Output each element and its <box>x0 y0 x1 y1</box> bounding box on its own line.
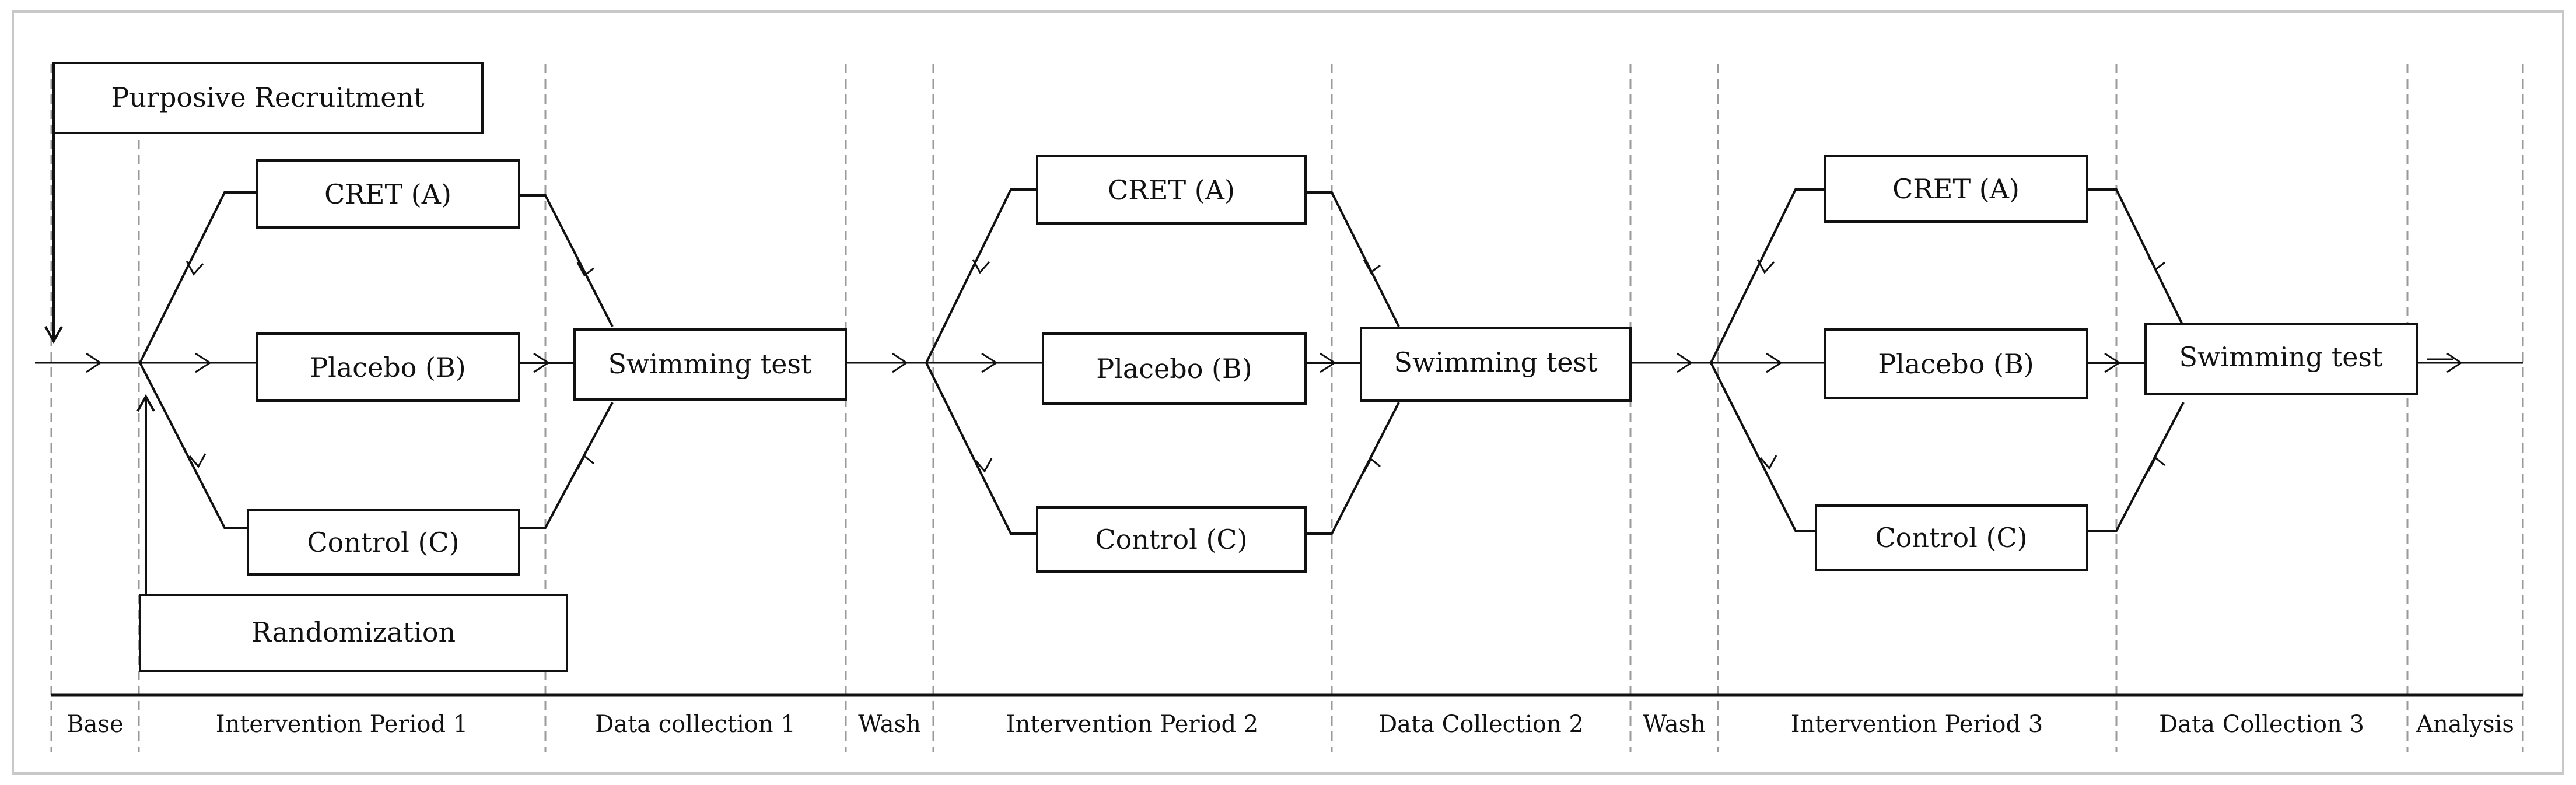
arm-a-box-3 <box>1824 155 2088 223</box>
intervention-block-1: CRET (A) Placebo (B) Control (C) Swimmin… <box>139 159 847 576</box>
phase-label-wash-2: Wash <box>1643 711 1706 738</box>
phase-label-intervention-3: Intervention Period 3 <box>1791 711 2043 738</box>
phase-label-data-collection-2: Data Collection 2 <box>1378 711 1584 738</box>
recruitment-group: Purposive Recruitment <box>44 62 484 344</box>
arm-b-label-1: Placebo (B) <box>310 352 466 383</box>
arm-c-label-3: Control (C) <box>1875 522 2027 553</box>
phase-label-analysis: Analysis <box>2416 711 2514 738</box>
arm-b-label-3: Placebo (B) <box>1878 348 2034 380</box>
randomization-group: Randomization <box>136 394 568 672</box>
arm-b-box-2 <box>1042 332 1307 405</box>
arm-c-box-3 <box>1815 504 2088 571</box>
flow-arrows <box>86 352 2463 373</box>
arm-a-label-1: CRET (A) <box>324 178 452 210</box>
phase-label-data-collection-3: Data Collection 3 <box>2159 711 2364 738</box>
swimming-test-box-2 <box>1360 327 1632 402</box>
arm-b-label-2: Placebo (B) <box>1096 353 1252 384</box>
swimming-test-label-2: Swimming test <box>1394 346 1598 378</box>
swimming-test-label-3: Swimming test <box>2179 341 2383 373</box>
swimming-test-box-1 <box>573 328 847 401</box>
randomization-arrow <box>136 394 155 595</box>
phase-label-wash-1: Wash <box>858 711 921 738</box>
phase-label-data-collection-1: Data collection 1 <box>595 711 796 738</box>
randomization-label: Randomization <box>251 616 456 648</box>
intervention-block-3: CRET (A) Placebo (B) Control (C) Swimmin… <box>1710 155 2418 571</box>
arm-a-box-2 <box>1036 155 1307 225</box>
arm-a-label-2: CRET (A) <box>1108 174 1235 206</box>
phase-dividers <box>50 64 2524 752</box>
arm-b-box-1 <box>256 332 520 402</box>
arm-c-box-2 <box>1036 506 1307 573</box>
arm-c-box-1 <box>247 509 520 576</box>
swimming-test-label-1: Swimming test <box>608 348 812 380</box>
phase-label-base: Base <box>66 711 123 738</box>
arm-a-box-1 <box>256 159 520 229</box>
recruitment-label: Purposive Recruitment <box>111 82 425 113</box>
swimming-test-box-3 <box>2144 323 2418 395</box>
intervention-block-2: CRET (A) Placebo (B) Control (C) Swimmin… <box>925 155 1632 573</box>
arm-c-label-2: Control (C) <box>1095 524 1247 555</box>
phase-label-intervention-2: Intervention Period 2 <box>1006 711 1258 738</box>
arm-b-box-3 <box>1824 328 2088 399</box>
outer-frame <box>12 10 2564 775</box>
randomization-box <box>139 594 568 672</box>
recruitment-arrow <box>44 133 63 344</box>
phase-label-intervention-1: Intervention Period 1 <box>216 711 468 738</box>
phase-labels: Base Intervention Period 1 Data collecti… <box>66 711 2514 738</box>
arm-a-label-3: CRET (A) <box>1892 173 2020 205</box>
arm-c-label-1: Control (C) <box>307 527 459 558</box>
recruitment-box <box>52 62 484 134</box>
